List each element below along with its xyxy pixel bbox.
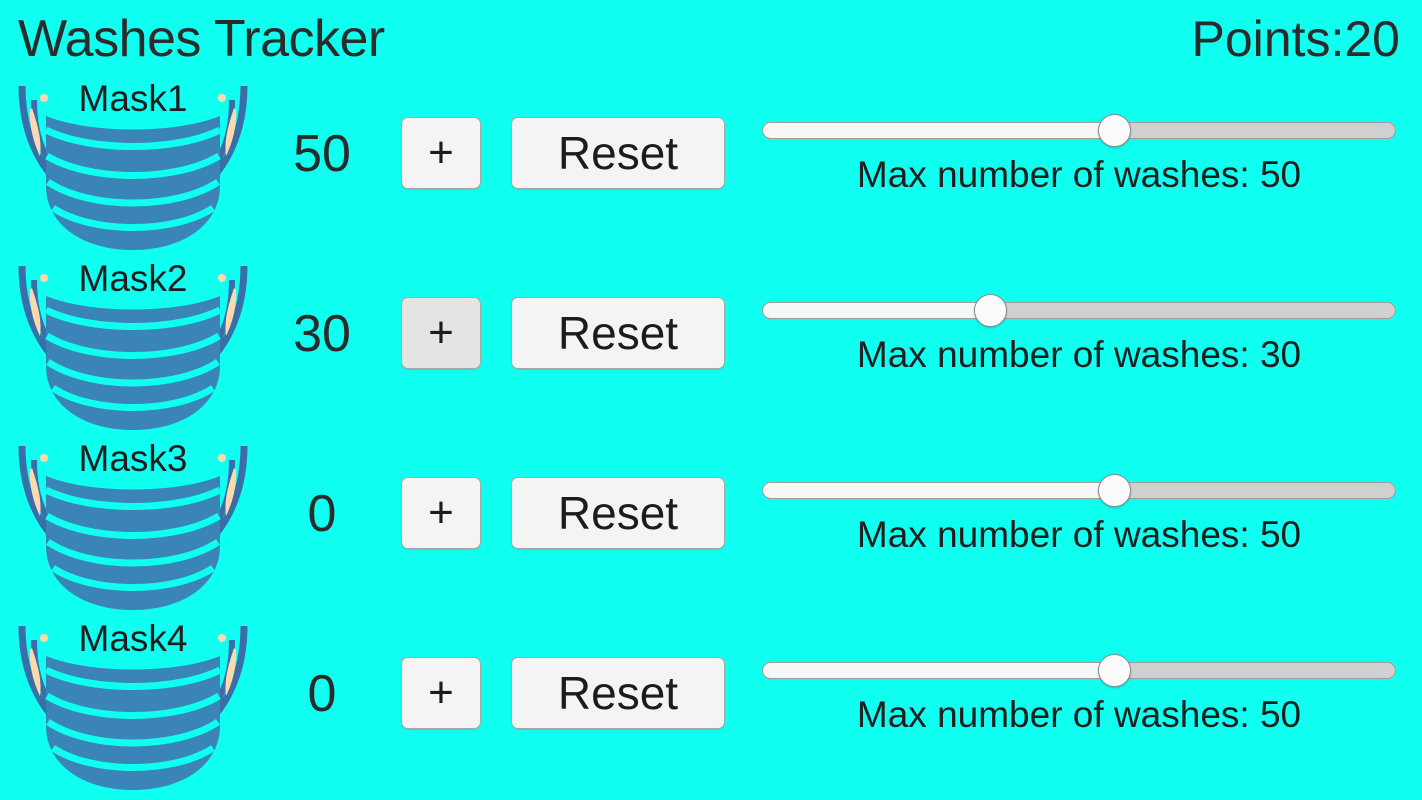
mask-icon-cell: Mask1 — [8, 74, 258, 259]
slider-thumb[interactable] — [974, 294, 1008, 327]
max-washes-slider-cell: Max number of washes: 50 — [762, 640, 1396, 780]
mask-icon-cell: Mask3 — [8, 434, 258, 619]
max-washes-caption: Max number of washes: 50 — [856, 514, 1302, 555]
mask-row-3: Mask3 0 + Reset Max number of washes: 50 — [0, 438, 1422, 618]
wash-count-value: 30 — [293, 305, 351, 363]
increment-button[interactable]: + — [401, 477, 481, 549]
slider-filled-track — [763, 123, 1114, 138]
face-mask-icon — [18, 445, 248, 610]
max-washes-caption: Max number of washes: 30 — [856, 334, 1302, 375]
max-washes-slider[interactable] — [762, 662, 1396, 679]
max-washes-caption: Max number of washes: 50 — [856, 154, 1302, 195]
slider-filled-track — [763, 303, 991, 318]
max-washes-slider[interactable] — [762, 302, 1396, 319]
increment-button[interactable]: + — [401, 297, 481, 369]
mask-row-1: Mask1 50 + Reset Max number of washes: 5… — [0, 78, 1422, 258]
max-washes-slider-cell: Max number of washes: 50 — [762, 100, 1396, 240]
slider-filled-track — [763, 663, 1114, 678]
slider-thumb[interactable] — [1097, 474, 1131, 507]
max-washes-slider-cell: Max number of washes: 30 — [762, 280, 1396, 420]
slider-filled-track — [763, 483, 1114, 498]
wash-count-value: 0 — [307, 485, 337, 543]
max-washes-slider-cell: Max number of washes: 50 — [762, 460, 1396, 600]
mask-icon-cell: Mask4 — [8, 614, 258, 799]
reset-button[interactable]: Reset — [511, 297, 725, 369]
max-washes-slider[interactable] — [762, 122, 1396, 139]
wash-count-value: 50 — [293, 125, 351, 183]
reset-button[interactable]: Reset — [511, 477, 725, 549]
reset-button[interactable]: Reset — [511, 117, 725, 189]
mask-icon-cell: Mask2 — [8, 254, 258, 439]
mask-rows-container: Mask1 50 + Reset Max number of washes: 5… — [0, 78, 1422, 798]
points-display: Points:20 — [1191, 11, 1400, 67]
increment-button[interactable]: + — [401, 117, 481, 189]
face-mask-icon — [18, 265, 248, 430]
max-washes-slider[interactable] — [762, 482, 1396, 499]
mask-row-4: Mask4 0 + Reset Max number of washes: 50 — [0, 618, 1422, 798]
reset-button[interactable]: Reset — [511, 657, 725, 729]
max-washes-caption: Max number of washes: 50 — [856, 694, 1302, 735]
wash-count-value: 0 — [307, 665, 337, 723]
mask-row-2: Mask2 30 + Reset Max number of washes: 3… — [0, 258, 1422, 438]
face-mask-icon — [18, 625, 248, 790]
increment-button[interactable]: + — [401, 657, 481, 729]
slider-thumb[interactable] — [1097, 654, 1131, 687]
slider-thumb[interactable] — [1097, 114, 1131, 147]
face-mask-icon — [18, 85, 248, 250]
page-title: Washes Tracker — [18, 10, 385, 68]
app-header: Washes Tracker Points:20 — [0, 0, 1422, 78]
